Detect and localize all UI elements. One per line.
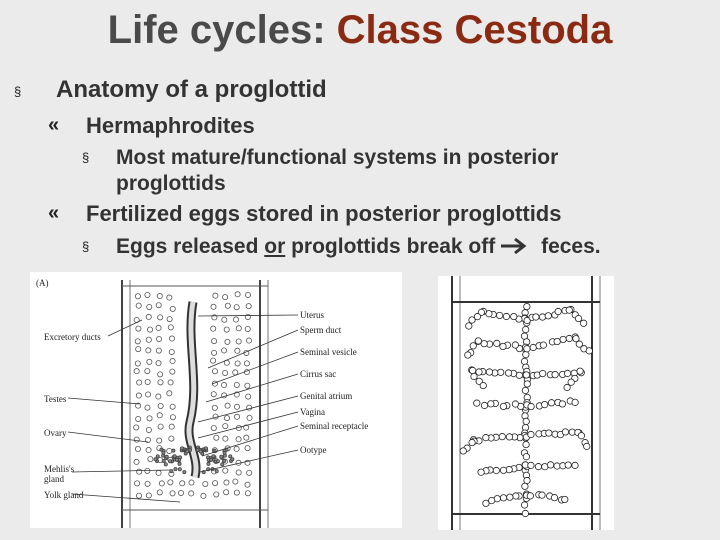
label-excretory-ducts: Excretory ducts [44, 332, 101, 342]
label-gland: gland [44, 474, 64, 484]
bullet-marker: « [48, 202, 60, 224]
bullet-eggs-released: Eggs released or proglottids break off f… [116, 235, 601, 259]
label-ovary: Ovary [44, 428, 67, 438]
bullet-marker: § [82, 150, 90, 165]
eggs-text-end: feces. [535, 235, 601, 258]
bullet-anatomy: Anatomy of a proglottid [56, 76, 327, 103]
right-labels: Uterus Sperm duct Seminal vesicle Cirrus… [300, 310, 368, 455]
slide-title: Life cycles: Class Cestoda [0, 8, 720, 53]
bullet-marker: § [14, 84, 22, 99]
bullet-mature-line-1: Most mature/functional systems in poster… [116, 146, 559, 169]
bullet-hermaphrodites: Hermaphrodites [86, 113, 255, 138]
label-genital-atrium: Genital atrium [300, 391, 352, 401]
label-sperm-duct: Sperm duct [300, 325, 342, 335]
bullet-fertilized-eggs: Fertilized eggs stored in posterior prog… [86, 201, 562, 226]
eggs-text-or: or [264, 235, 286, 258]
label-testes: Testes [44, 394, 67, 404]
gravid-proglottid-figure [438, 276, 614, 530]
label-yolk-gland: Yolk gland [44, 490, 84, 500]
label-vagina: Vagina [300, 407, 325, 417]
branched-uterus [459, 302, 593, 518]
bullet-marker: « [48, 114, 60, 136]
eggs-text-mid: proglottids break off [285, 235, 496, 258]
right-arrow-icon [501, 237, 527, 255]
eggs-text-start: Eggs released [116, 235, 265, 258]
label-mehlis: Mehlis's [44, 464, 75, 474]
label-uterus: Uterus [300, 310, 324, 320]
bullet-mature-systems: Most mature/functional systems in poster… [116, 145, 558, 197]
testes-cells [133, 291, 253, 499]
label-seminal-vesicle: Seminal vesicle [300, 347, 357, 357]
proglottid-anatomy-figure: (A) Excretory ducts Testes Ovary Mehlis'… [30, 272, 402, 528]
bullet-marker: § [82, 239, 90, 254]
title-main: Life cycles: [107, 8, 337, 52]
title-accent: Class Cestoda [336, 8, 613, 52]
label-ootype: Ootype [300, 445, 327, 455]
label-seminal-receptacle: Seminal receptacle [300, 421, 368, 431]
left-labels: Excretory ducts Testes Ovary Mehlis's gl… [44, 332, 101, 500]
panel-label: (A) [36, 278, 49, 288]
bullet-mature-line-2: proglottids [116, 172, 226, 195]
label-cirrus-sac: Cirrus sac [300, 369, 336, 379]
